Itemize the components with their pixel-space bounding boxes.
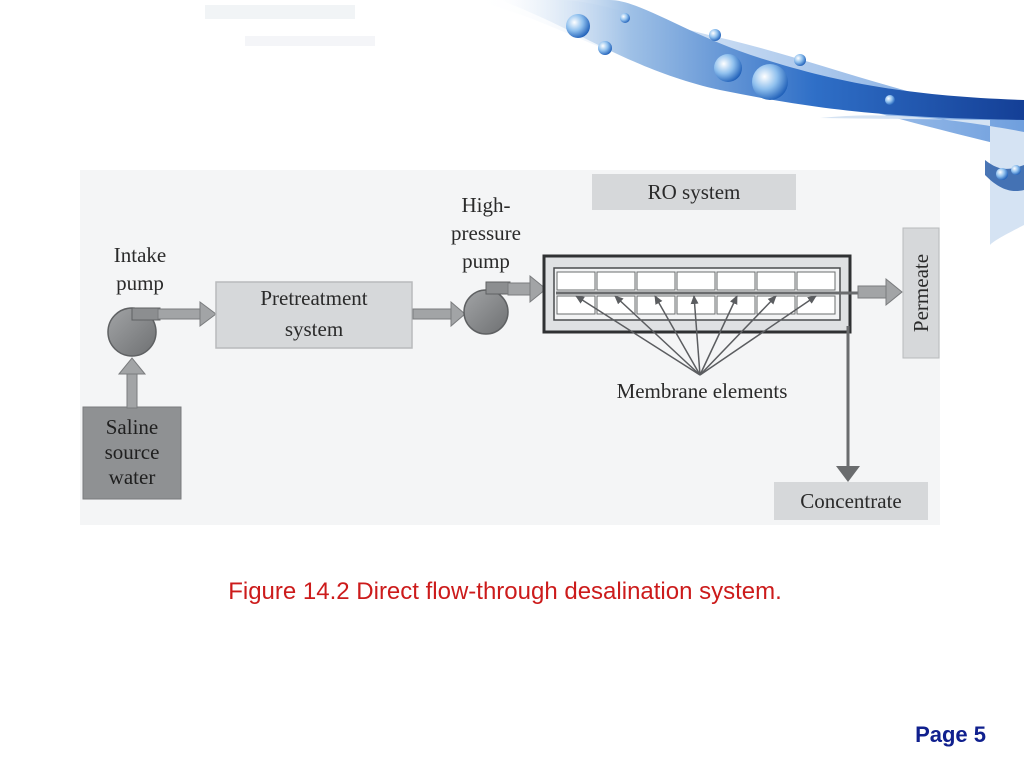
saline-source-box [82, 406, 182, 500]
membrane-elements-label: Membrane elements [617, 379, 788, 403]
hp-pump-label-1: High- [462, 193, 511, 217]
pretreatment-box [215, 281, 413, 349]
water-splash-decoration [205, 0, 1024, 245]
membrane-pointer-lines [575, 295, 817, 376]
concentrate-box [774, 482, 928, 520]
high-pressure-pump-icon [463, 281, 511, 335]
concentrate-label: Concentrate [800, 489, 901, 513]
ro-pressure-vessel [542, 254, 858, 334]
permeate-box [902, 227, 940, 359]
saline-label-2: source [105, 440, 160, 464]
desalination-flow-diagram: RO system High- pressure pump Intake pum… [80, 170, 940, 525]
page-number: Page 5 [915, 722, 986, 747]
intake-pump-label-1: Intake [114, 243, 166, 267]
hp-pump-label-3: pump [462, 249, 510, 273]
intake-pump-label-2: pump [116, 271, 164, 295]
permeate-label: Permeate [909, 254, 933, 332]
pretreatment-label-1: Pretreatment [260, 286, 367, 310]
saline-label-1: Saline [106, 415, 159, 439]
membrane-elements [556, 271, 836, 315]
hp-pump-label-2: pressure [451, 221, 521, 245]
saline-label-3: water [109, 465, 156, 489]
ro-system-label-box [592, 174, 796, 210]
intake-pump-icon [107, 307, 161, 357]
figure-caption: Figure 14.2 Direct flow-through desalina… [228, 578, 782, 605]
pretreatment-label-2: system [285, 317, 343, 341]
ro-system-label: RO system [648, 180, 741, 204]
